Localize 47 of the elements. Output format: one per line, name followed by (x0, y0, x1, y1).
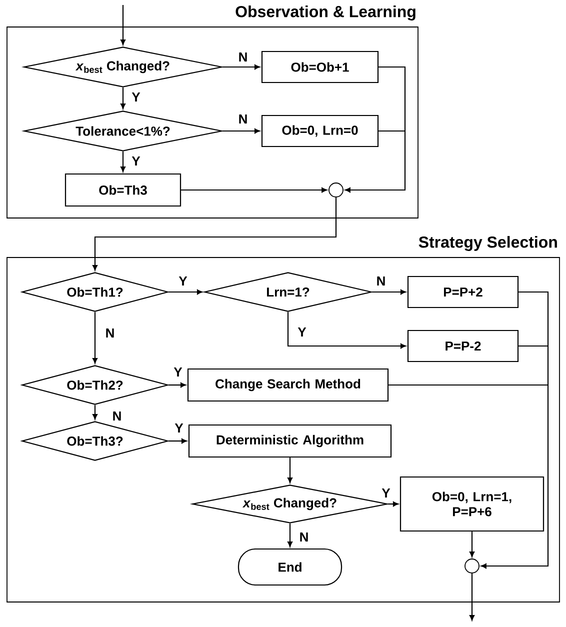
edge-label: Y (296, 326, 308, 338)
edge-label: N (298, 532, 310, 542)
arrow (287, 458, 293, 483)
edge-label: N (104, 328, 116, 338)
arrow (287, 524, 293, 547)
arrow (388, 291, 549, 569)
process-box: Ob=0, Lrn=1, P=P+6 (400, 476, 544, 532)
process-box: P=P+2 (407, 276, 519, 308)
arrow (222, 128, 260, 134)
arrow (168, 289, 202, 295)
edge-label: Y (178, 276, 188, 286)
arrow (222, 64, 260, 70)
arrow (372, 289, 406, 295)
arrow (92, 312, 98, 364)
edge-label: Y (380, 488, 392, 498)
node-label: Strategy Selection (418, 236, 557, 251)
arrow (344, 66, 406, 193)
junction-circle (464, 558, 480, 574)
process-box: Deterministic Algorithm (188, 424, 392, 458)
arrow (92, 197, 337, 270)
edge-label: Y (174, 422, 184, 434)
arrow (120, 152, 126, 172)
edge-label: N (237, 114, 249, 124)
arrow (469, 532, 475, 558)
process-box: Ob=0, Lrn=0 (261, 114, 379, 148)
arrow (120, 88, 126, 109)
arrow (92, 405, 98, 420)
terminal-box: End (238, 548, 342, 586)
arrow (168, 438, 187, 444)
junction-circle (328, 182, 344, 198)
arrow (287, 312, 406, 349)
arrow (469, 573, 475, 621)
arrow (181, 187, 328, 193)
process-box: P=P-2 (407, 330, 519, 362)
edge-label: N (375, 276, 387, 286)
process-box: Ob=Ob+1 (261, 50, 379, 84)
process-box: Change Search Method (187, 368, 389, 402)
arrow (120, 5, 126, 45)
edge-label: N (237, 52, 249, 62)
edge-label: Y (130, 92, 142, 102)
arrow (388, 501, 398, 507)
edge-label: Y (130, 156, 142, 166)
process-box: Ob=Th3 (64, 173, 182, 207)
edge-label: Y (172, 366, 184, 378)
edge-label: N (111, 410, 123, 422)
node-label: Observation & Learning (236, 6, 416, 20)
arrow (168, 382, 186, 388)
